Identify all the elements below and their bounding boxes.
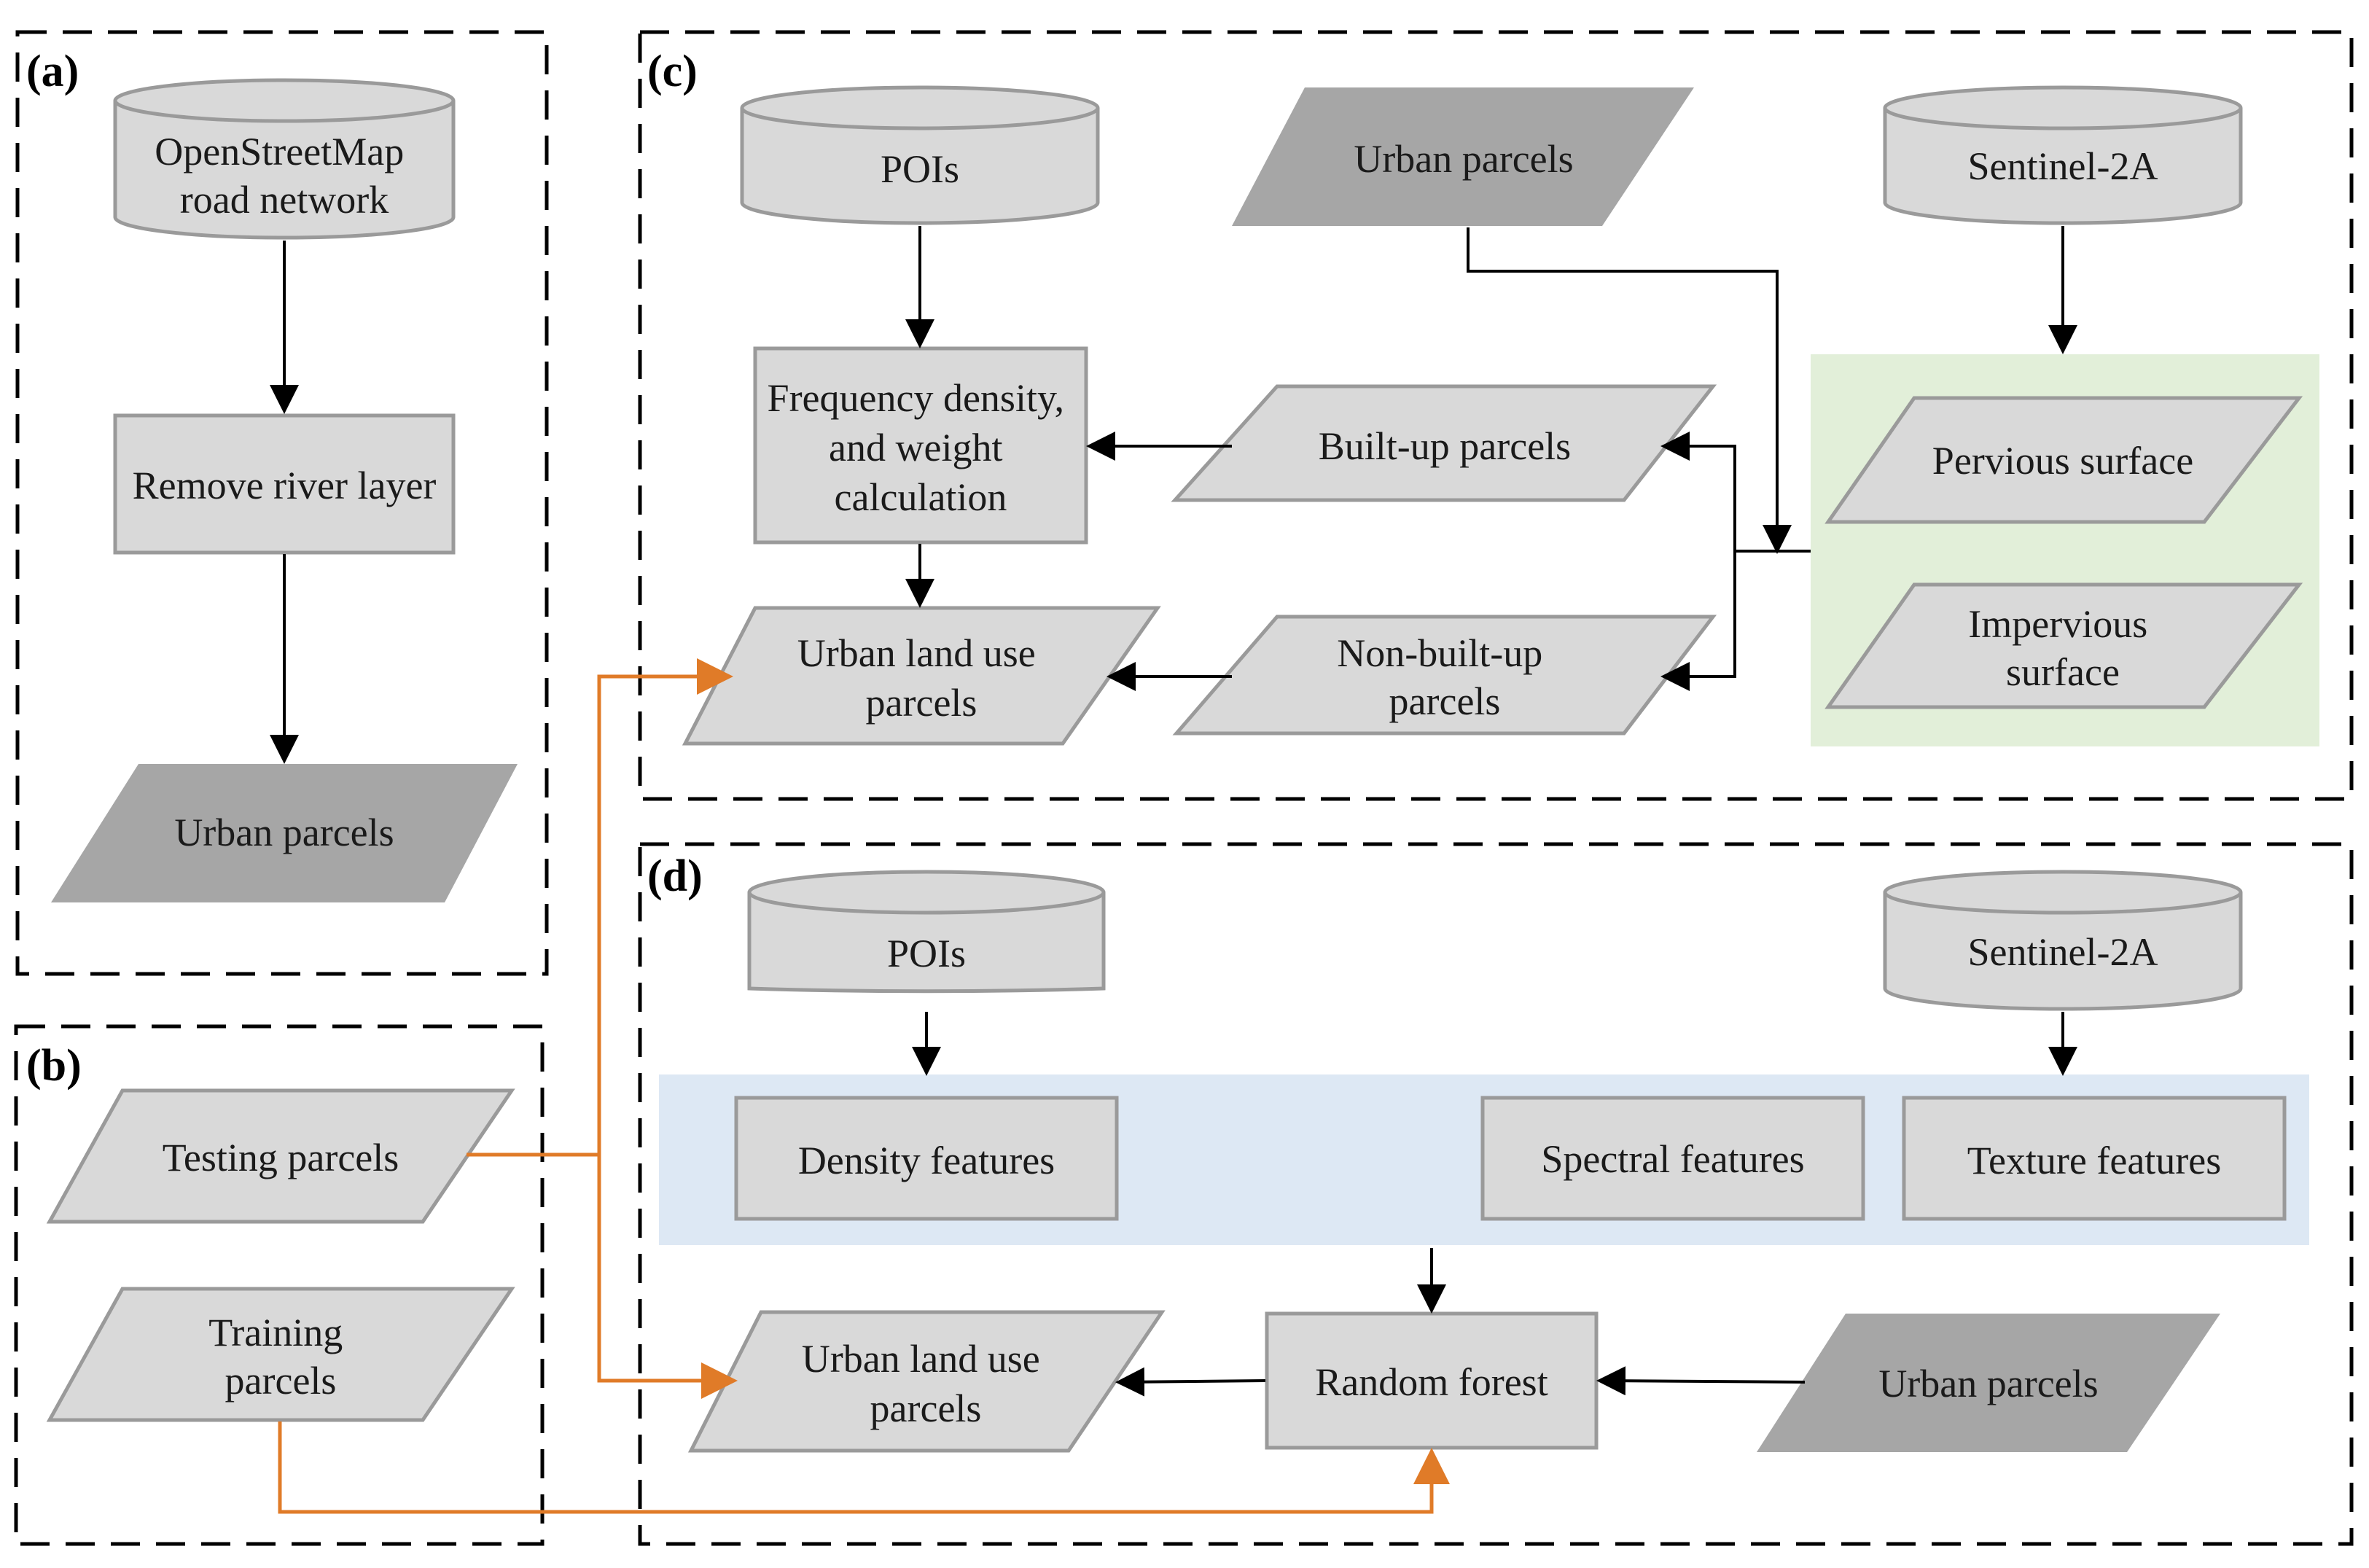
svg-text:Urban land use parcels: Urban land use parcels: [797, 631, 1045, 725]
pois-database-c: POIs: [740, 85, 1100, 225]
frequency-label-1: Frequency density,: [768, 376, 1064, 420]
urban-land-use-parcels-d-shape: [687, 1310, 1166, 1453]
urban-parcels-label-a: Urban parcels: [174, 811, 394, 854]
testing-parcels-shape: [46, 1088, 515, 1224]
density-features-box: [734, 1096, 1119, 1221]
non-built-up-parcels-shape: [1172, 615, 1717, 736]
svg-text:Non-built-up parcels: Non-built-up parcels: [1337, 631, 1552, 723]
pois-label-c: POIs: [881, 147, 959, 191]
osm-road-network-database: OpenStreetMap road network: [113, 78, 456, 240]
orange-arrow-testing-to-landuse-d: [597, 1155, 738, 1399]
sentinel-label-c: Sentinel-2A: [1968, 144, 2158, 188]
arrow-junction-to-builtup: [1660, 432, 1736, 551]
pervious-surface-label: Pervious surface: [1932, 439, 2193, 483]
texture-features-label: Texture features: [1967, 1139, 2222, 1182]
testing-parcels-label: Testing parcels: [163, 1136, 399, 1179]
training-parcels-shape: [46, 1287, 515, 1422]
texture-features-box: [1902, 1096, 2287, 1221]
arrow-rf-to-landuse: [1115, 1367, 1266, 1397]
arrow-urban-to-rf: [1596, 1366, 1806, 1396]
urban-land-use-d-label-2: parcels: [870, 1386, 982, 1430]
remove-river-layer-box: [113, 413, 456, 555]
impervious-label-2: surface: [2006, 650, 2120, 694]
svg-text:Impervious surface: Impervious surface: [1968, 602, 2157, 694]
training-parcels-label-1: Training: [208, 1311, 343, 1354]
panel-label-b: (b): [26, 1041, 82, 1091]
impervious-label-1: Impervious: [1968, 602, 2147, 646]
built-up-parcels-label: Built-up parcels: [1319, 424, 1571, 468]
random-forest-label: Random forest: [1315, 1360, 1548, 1404]
impervious-surface-shape: [1824, 582, 2303, 709]
panel-label-d: (d): [647, 851, 703, 901]
urban-land-use-c-label-1: Urban land use: [797, 631, 1036, 675]
osm-label-line-1: OpenStreetMap: [155, 130, 404, 173]
panel-label-c: (c): [647, 47, 698, 96]
svg-text:OpenStreetMap road netwo: OpenStreetMap road network: [155, 130, 413, 222]
panel-d-border: [638, 842, 2354, 1546]
pois-label-d: POIs: [887, 932, 966, 975]
arrow-junction-to-nonbuiltup: [1660, 551, 1736, 691]
panel-a-border: [15, 30, 549, 976]
panel-b-border: [14, 1024, 545, 1546]
arrow-urban-parcels-to-junction: [1467, 227, 1792, 554]
osm-label-line-2: road network: [180, 178, 389, 222]
non-built-up-label-1: Non-built-up: [1337, 631, 1542, 675]
urban-parcels-label-d: Urban parcels: [1878, 1362, 2098, 1405]
training-parcels-label-2: parcels: [225, 1359, 337, 1403]
pervious-surface-shape: [1824, 396, 2303, 524]
svg-text:Frequency density, and wei: Frequency density, and weight calculatio…: [768, 376, 1074, 519]
urban-land-use-parcels-c-shape: [682, 606, 1161, 746]
non-built-up-label-2: parcels: [1389, 679, 1501, 723]
orange-arrow-training-to-rf: [278, 1421, 1450, 1514]
urban-parcels-output-a: [51, 764, 518, 902]
frequency-label-3: calculation: [835, 475, 1007, 519]
urban-parcels-input-d: [1757, 1314, 2220, 1452]
urban-land-use-c-label-2: parcels: [866, 681, 977, 725]
panel-label-a: (a): [26, 47, 79, 96]
spectral-features-label: Spectral features: [1541, 1137, 1804, 1181]
sentinel-label-d: Sentinel-2A: [1968, 930, 2158, 974]
pois-database-d: POIs: [747, 870, 1106, 994]
sentinel-database-c: Sentinel-2A: [1883, 85, 2243, 225]
orange-arrow-testing-to-landuse-c: [467, 658, 733, 1157]
built-up-parcels-shape: [1171, 384, 1717, 502]
urban-land-use-d-label-1: Urban land use: [802, 1337, 1040, 1381]
random-forest-box: [1265, 1311, 1599, 1450]
sentinel-database-d: Sentinel-2A: [1883, 870, 2243, 1011]
panel-c-border: [638, 30, 2354, 801]
urban-parcels-label-c: Urban parcels: [1354, 137, 1573, 181]
svg-text:Urban land use parcels: Urban land use parcels: [802, 1337, 1050, 1430]
frequency-label-2: and weight: [829, 426, 1002, 469]
frequency-density-box: [753, 346, 1088, 545]
spectral-features-box: [1480, 1096, 1865, 1221]
svg-text:Training parcels: Training parcels: [208, 1311, 353, 1403]
remove-river-layer-label: Remove river layer: [133, 464, 437, 507]
density-features-label: Density features: [798, 1139, 1055, 1182]
urban-parcels-input-c: [1232, 87, 1694, 226]
